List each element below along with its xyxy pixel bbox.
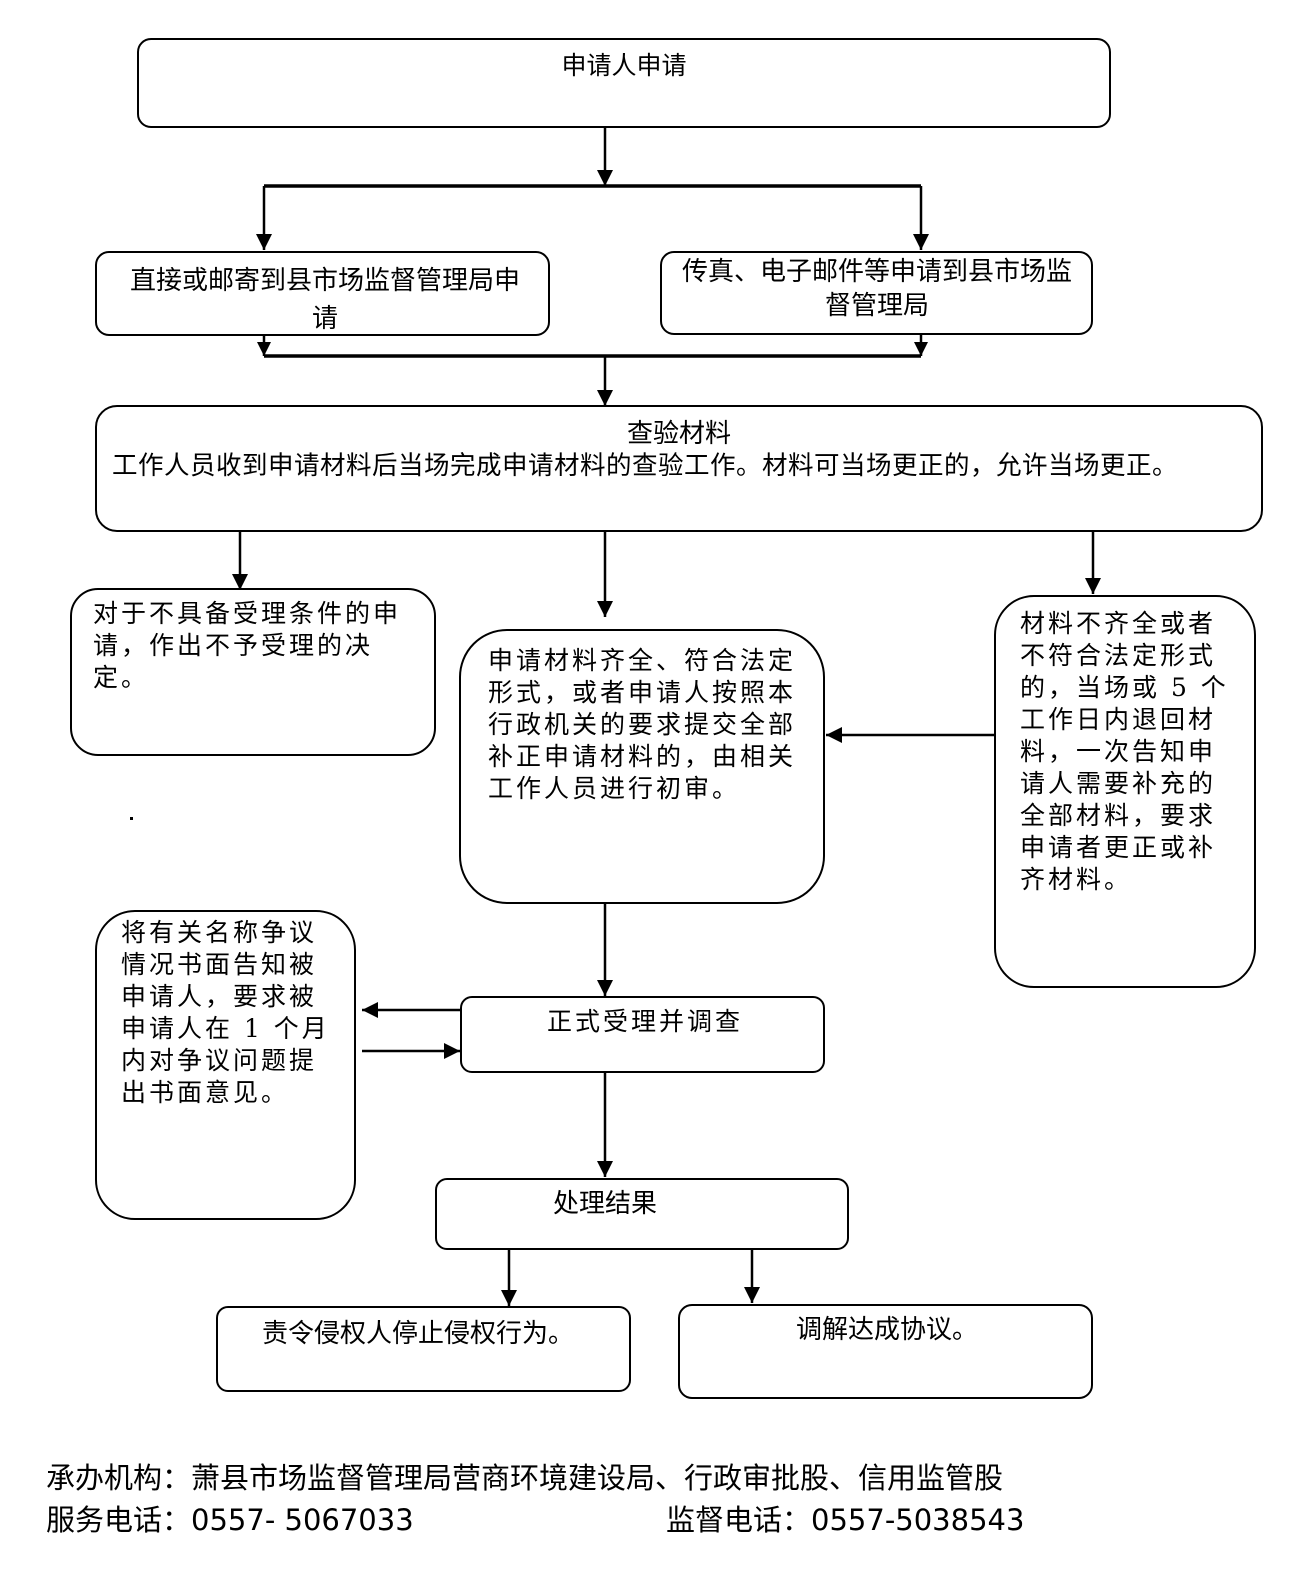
node-formal-acceptance-label: 正式受理并调查: [546, 1007, 743, 1036]
footer-service-phone-value: 0557- 5067033: [191, 1503, 414, 1537]
node-check-materials: [95, 405, 1263, 532]
node-result-label: 处理结果: [553, 1189, 658, 1219]
node-start: [137, 38, 1111, 128]
arrowhead: [362, 1002, 378, 1018]
node-direct-mail: [95, 251, 550, 336]
node-order-stop-label: 责令侵权人停止侵权行为。: [262, 1319, 575, 1349]
arrowhead: [826, 727, 842, 743]
arrowhead: [501, 1290, 517, 1306]
stray-dot: [130, 817, 133, 820]
arrowhead: [1085, 578, 1101, 594]
node-not-accepted-label: 对于不具备受理条件的申请，作出不予受理的决定。: [93, 599, 402, 692]
arrowhead: [257, 342, 271, 356]
arrowhead: [597, 390, 613, 406]
node-check-materials-text: 工作人员收到申请材料后当场完成申请材料的查验工作。材料可当场更正的，允许当场更正…: [112, 451, 1179, 481]
arrowhead: [444, 1043, 460, 1059]
node-notify-respondent: [95, 910, 356, 1220]
footer-supervision-phone-label: 监督电话：: [666, 1503, 812, 1537]
arrowhead: [744, 1287, 760, 1303]
node-result: [435, 1178, 849, 1250]
node-not-accepted: [70, 588, 436, 756]
node-start-label: 申请人申请: [561, 51, 687, 80]
node-check-materials-title: 查验材料: [626, 419, 731, 449]
node-mediation: [678, 1304, 1093, 1399]
footer-supervision-phone-value: 0557-5038543: [811, 1503, 1025, 1537]
node-order-stop: [216, 1306, 631, 1392]
footer-agency: 承办机构：萧县市场监督管理局营商环境建设局、行政审批股、信用监管股: [46, 1458, 1003, 1498]
footer-service-phone-label: 服务电话：: [46, 1503, 192, 1537]
footer-service-phone: 服务电话：0557- 5067033: [46, 1500, 414, 1540]
node-fax-email-label: 传真、电子邮件等申请到县市场监督管理局: [681, 257, 1072, 321]
node-notify-respondent-label: 将有关名称争议情况书面告知被申请人，要求被申请人在 1 个月内对争议问题提出书面…: [121, 918, 330, 1107]
footer-supervision-phone: 监督电话：0557-5038543: [666, 1500, 1024, 1540]
footer-agency-value: 萧县市场监督管理局营商环境建设局、行政审批股、信用监管股: [191, 1461, 1004, 1495]
arrowhead: [597, 170, 613, 186]
arrowhead: [232, 574, 248, 590]
node-incomplete: [994, 595, 1256, 988]
arrowhead: [914, 342, 928, 356]
node-mediation-label: 调解达成协议。: [796, 1315, 979, 1345]
arrowhead: [597, 601, 613, 617]
node-fax-email: [660, 251, 1093, 335]
arrowhead: [597, 980, 613, 996]
node-preliminary-review-label: 申请材料齐全、符合法定形式，或者申请人按照本行政机关的要求提交全部补正申请材料的…: [488, 646, 797, 803]
footer-agency-label: 承办机构：: [46, 1461, 192, 1495]
node-incomplete-label: 材料不齐全或者不符合法定形式的，当场或 5 个工作日内退回材料，一次告知申请人需…: [1020, 609, 1229, 894]
arrowhead: [913, 234, 929, 250]
node-formal-acceptance: [460, 996, 825, 1073]
arrowhead: [256, 234, 272, 250]
node-direct-mail-label: 直接或邮寄到县市场监督管理局申请: [129, 266, 520, 334]
arrowhead: [597, 1161, 613, 1177]
node-preliminary-review: [459, 629, 825, 904]
